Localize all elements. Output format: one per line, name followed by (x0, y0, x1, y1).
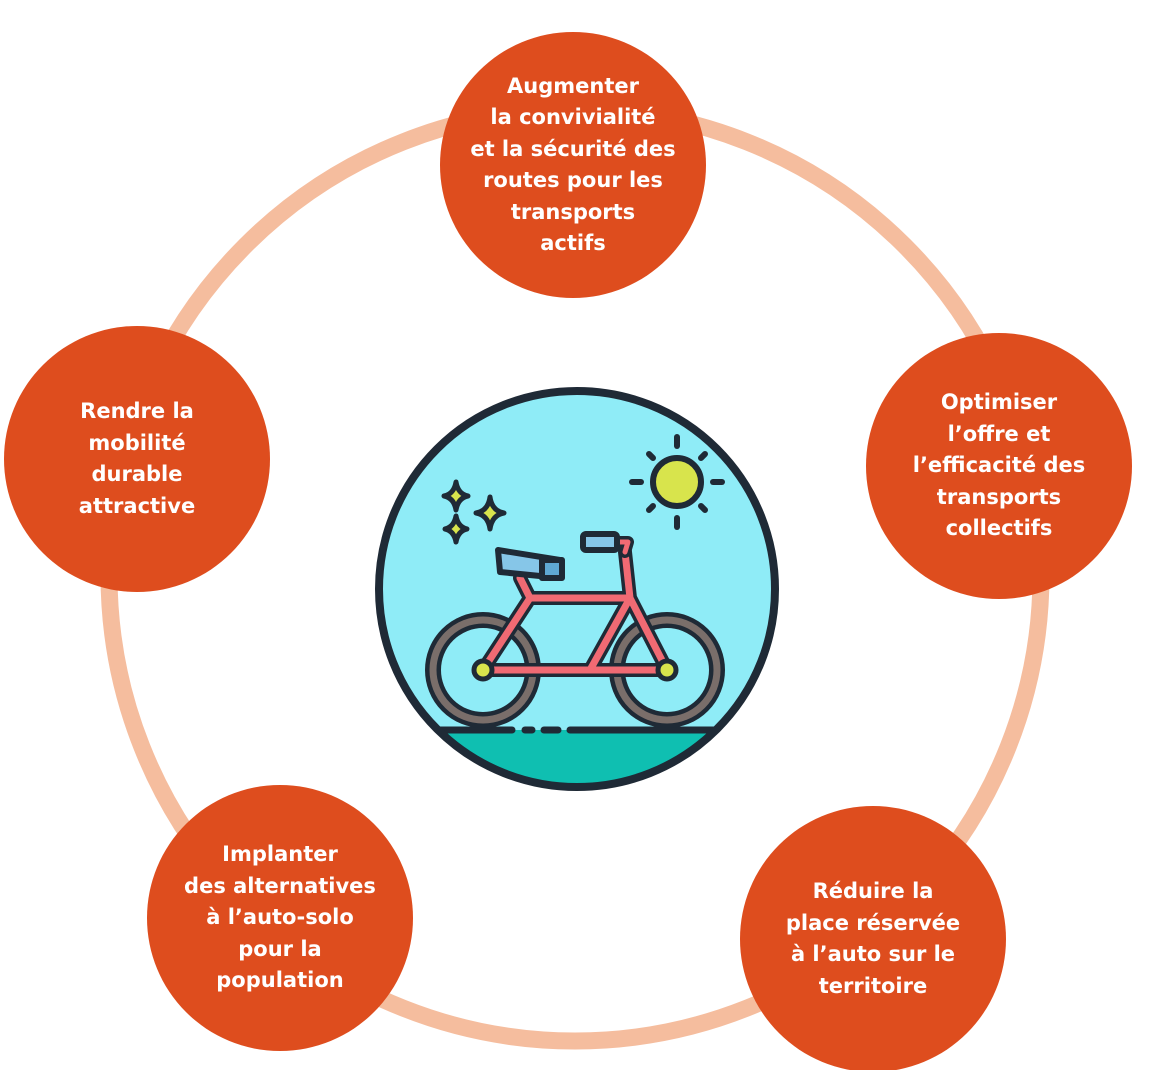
node-top-label: Augmenter la convivialité et la sécurité… (470, 73, 676, 256)
node-bottom-right: Réduire la place réservée à l’auto sur l… (740, 806, 1006, 1070)
node-bottom-right-label: Réduire la place réservée à l’auto sur l… (785, 879, 961, 998)
disc-outline (375, 387, 779, 791)
node-left-label: Rendre la mobilité durable attractive (78, 399, 196, 518)
bicycle-icon (425, 531, 725, 728)
node-top: Augmenter la convivialité et la sécurité… (440, 32, 706, 298)
sun-icon (629, 434, 725, 530)
sky (379, 391, 775, 787)
node-left: Rendre la mobilité durable attractive (4, 326, 270, 592)
node-bottom-left-label: Implanter des alternatives à l’auto-solo… (184, 842, 376, 993)
node-right: Optimiser l’offre et l’efficacité des tr… (866, 333, 1132, 599)
scene-background (379, 391, 775, 787)
seat (495, 547, 565, 581)
node-bottom-left: Implanter des alternatives à l’auto-solo… (147, 785, 413, 1051)
sparkle-icon (441, 479, 507, 545)
bicycle-illustration (375, 387, 779, 791)
node-right-label: Optimiser l’offre et l’efficacité des tr… (912, 390, 1086, 541)
